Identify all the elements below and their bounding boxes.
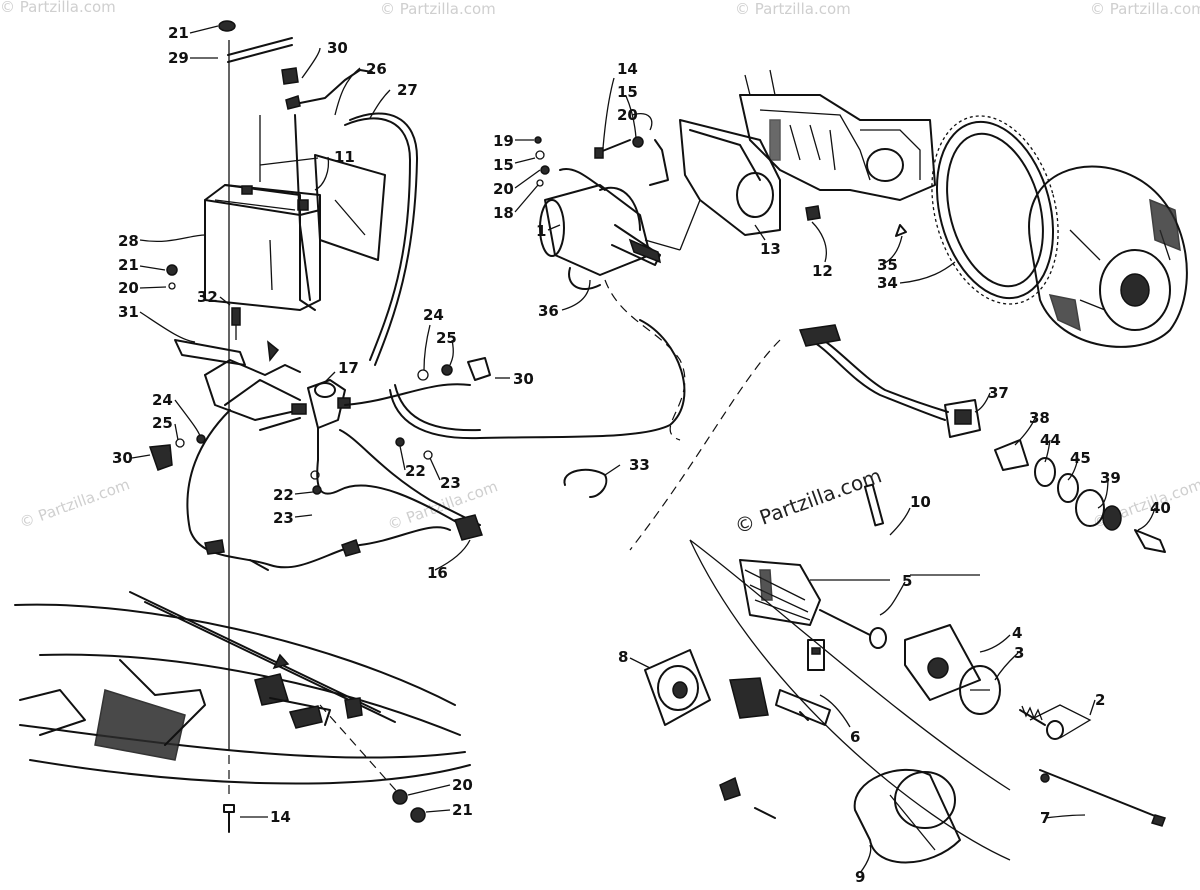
callout-7: 7 [1040, 809, 1050, 827]
callout-labels: 21 29 30 26 27 11 28 21 20 32 31 24 25 3… [112, 24, 1171, 886]
callout-35: 35 [877, 256, 898, 274]
callout-2: 2 [1095, 691, 1105, 709]
callout-9: 9 [855, 868, 865, 886]
callout-23: 23 [440, 474, 461, 492]
watermark: © Partzilla.com [1090, 0, 1200, 18]
starter-exploded-view [644, 483, 1166, 864]
callout-20: 20 [118, 279, 139, 297]
callout-15: 15 [493, 156, 514, 174]
callout-33: 33 [629, 456, 650, 474]
callout-22: 22 [273, 486, 294, 504]
callout-13: 13 [760, 240, 781, 258]
callout-37: 37 [988, 384, 1009, 402]
mounting-rod [223, 40, 401, 833]
callout-8: 8 [618, 648, 628, 666]
callout-16: 16 [427, 564, 448, 582]
callout-40: 40 [1150, 499, 1171, 517]
starter-motor-assembly [534, 69, 1188, 441]
watermark: © Partzilla.com [17, 475, 132, 532]
callout-20: 20 [493, 180, 514, 198]
callout-44: 44 [1040, 431, 1061, 449]
callout-26: 26 [366, 60, 387, 78]
callout-20: 20 [452, 776, 473, 794]
callout-4: 4 [1012, 624, 1022, 642]
callout-15: 15 [617, 83, 638, 101]
watermark: © Partzilla.com [0, 0, 116, 16]
chassis-belly-pan [14, 591, 471, 785]
callout-27: 27 [397, 81, 418, 99]
callout-28: 28 [118, 232, 139, 250]
callout-25: 25 [152, 414, 173, 432]
callout-39: 39 [1100, 469, 1121, 487]
callout-22: 22 [405, 462, 426, 480]
callout-23: 23 [273, 509, 294, 527]
callout-6: 6 [850, 728, 860, 746]
callout-21: 21 [118, 256, 139, 274]
watermarks: © Partzilla.com © Partzilla.com © Partzi… [0, 0, 1200, 539]
circlip [563, 468, 608, 498]
callout-17: 17 [338, 359, 359, 377]
callout-36: 36 [538, 302, 559, 320]
callout-24: 24 [152, 391, 173, 409]
callout-45: 45 [1070, 449, 1091, 467]
callout-19: 19 [493, 132, 514, 150]
watermark-main: © Partzilla.com [732, 463, 885, 538]
callout-20: 20 [617, 106, 638, 124]
callout-18: 18 [493, 204, 514, 222]
callout-1: 1 [536, 222, 546, 240]
callout-10: 10 [910, 493, 931, 511]
callout-30: 30 [513, 370, 534, 388]
watermark: © Partzilla.com [380, 0, 496, 18]
callout-29: 29 [168, 49, 189, 67]
callout-14: 14 [270, 808, 291, 826]
battery-assembly [148, 20, 686, 823]
key-switch-assembly [629, 324, 1166, 553]
leader-lines [131, 25, 1156, 874]
callout-14: 14 [617, 60, 638, 78]
callout-21: 21 [452, 801, 473, 819]
callout-32: 32 [197, 288, 218, 306]
callout-11: 11 [334, 148, 355, 166]
callout-38: 38 [1029, 409, 1050, 427]
watermark: © Partzilla.com [735, 0, 851, 18]
callout-25: 25 [436, 329, 457, 347]
callout-5: 5 [902, 572, 912, 590]
callout-30: 30 [327, 39, 348, 57]
callout-3: 3 [1014, 644, 1024, 662]
callout-30: 30 [112, 449, 133, 467]
callout-24: 24 [423, 306, 444, 324]
callout-31: 31 [118, 303, 139, 321]
callout-12: 12 [812, 262, 833, 280]
callout-21: 21 [168, 24, 189, 42]
callout-34: 34 [877, 274, 898, 292]
